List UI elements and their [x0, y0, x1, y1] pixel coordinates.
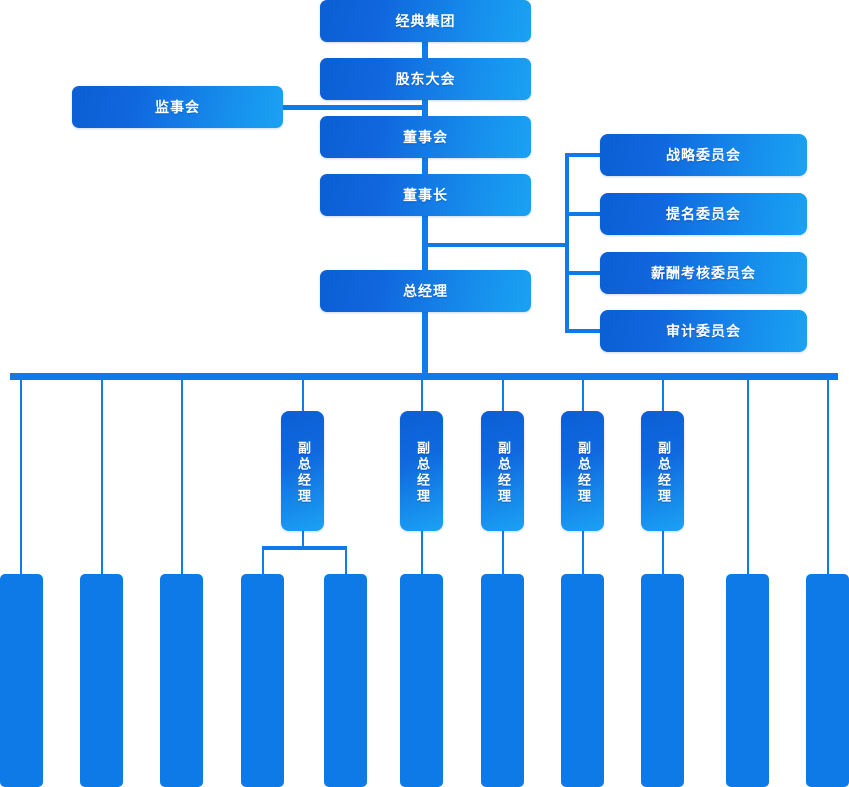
node-deputy-gm-2-label: 副总经理 — [414, 441, 429, 505]
spine-group-to-shareholders — [422, 40, 428, 62]
droplink-dept-4 — [262, 549, 264, 575]
node-group-label: 经典集团 — [395, 14, 456, 30]
committee-branch-strategy — [565, 153, 601, 157]
node-audit-committee-label: 审计委员会 — [666, 324, 741, 340]
spine-gm-to-busbar — [422, 312, 428, 376]
droplink-dept-7 — [502, 531, 504, 575]
droplink-dept-12 — [827, 378, 829, 575]
node-compensation-committee[interactable]: 薪酬考核委员会 — [600, 252, 807, 294]
node-compensation-committee-label: 薪酬考核委员会 — [651, 266, 756, 282]
node-deputy-gm-5-label: 副总经理 — [655, 441, 670, 505]
node-board-of-supervisors-label: 监事会 — [155, 100, 200, 116]
deputy-1-sub-bus — [262, 546, 347, 550]
node-department-3[interactable] — [160, 574, 203, 787]
droplink-dept-3 — [181, 378, 183, 575]
droplink-deputy-3 — [502, 378, 504, 411]
node-shareholders-meeting[interactable]: 股东大会 — [320, 58, 531, 100]
node-group[interactable]: 经典集团 — [320, 0, 531, 42]
droplink-deputy-1-down — [302, 531, 304, 548]
node-deputy-gm-1-label: 副总经理 — [295, 441, 310, 505]
node-department-9[interactable] — [641, 574, 684, 787]
node-board-of-supervisors[interactable]: 监事会 — [72, 86, 283, 128]
committee-branch-compensation — [565, 271, 601, 275]
node-nomination-committee[interactable]: 提名委员会 — [600, 193, 807, 235]
connector-board-to-committee-trunk — [425, 243, 567, 247]
droplink-dept-8 — [582, 531, 584, 575]
node-deputy-gm-2[interactable]: 副总经理 — [400, 411, 443, 531]
committee-branch-nomination — [565, 212, 601, 216]
node-deputy-gm-5[interactable]: 副总经理 — [641, 411, 684, 531]
node-department-11[interactable] — [806, 574, 849, 787]
node-general-manager[interactable]: 总经理 — [320, 270, 531, 312]
node-audit-committee[interactable]: 审计委员会 — [600, 310, 807, 352]
connector-supervisors-to-spine — [280, 105, 426, 110]
department-bus-bar — [10, 373, 838, 380]
droplink-dept-9 — [662, 531, 664, 575]
spine-board-to-chairman — [422, 156, 428, 178]
node-department-10[interactable] — [726, 574, 769, 787]
node-general-manager-label: 总经理 — [403, 284, 448, 300]
droplink-deputy-4 — [582, 378, 584, 411]
droplink-dept-5 — [345, 549, 347, 575]
node-department-8[interactable] — [561, 574, 604, 787]
droplink-deputy-1 — [302, 378, 304, 411]
droplink-dept-2 — [101, 378, 103, 575]
committee-branch-audit — [565, 329, 601, 333]
node-department-4[interactable] — [241, 574, 284, 787]
droplink-dept-1 — [20, 378, 22, 575]
node-board-of-directors-label: 董事会 — [403, 130, 448, 146]
droplink-dept-11 — [747, 378, 749, 575]
node-department-5[interactable] — [324, 574, 367, 787]
node-chairman[interactable]: 董事长 — [320, 174, 531, 216]
spine-chairman-to-gm — [422, 214, 428, 270]
node-department-7[interactable] — [481, 574, 524, 787]
node-nomination-committee-label: 提名委员会 — [666, 207, 741, 223]
node-strategy-committee[interactable]: 战略委员会 — [600, 134, 807, 176]
droplink-deputy-2 — [421, 378, 423, 411]
droplink-deputy-5 — [662, 378, 664, 411]
node-chairman-label: 董事长 — [403, 188, 448, 204]
node-deputy-gm-1[interactable]: 副总经理 — [281, 411, 324, 531]
committee-trunk-vertical — [565, 153, 569, 333]
node-department-1[interactable] — [0, 574, 43, 787]
node-deputy-gm-4-label: 副总经理 — [575, 441, 590, 505]
droplink-dept-6 — [421, 531, 423, 575]
node-department-2[interactable] — [80, 574, 123, 787]
node-strategy-committee-label: 战略委员会 — [666, 148, 741, 164]
node-deputy-gm-3[interactable]: 副总经理 — [481, 411, 524, 531]
node-deputy-gm-3-label: 副总经理 — [495, 441, 510, 505]
node-department-6[interactable] — [400, 574, 443, 787]
node-deputy-gm-4[interactable]: 副总经理 — [561, 411, 604, 531]
node-shareholders-meeting-label: 股东大会 — [395, 72, 456, 88]
node-board-of-directors[interactable]: 董事会 — [320, 116, 531, 158]
